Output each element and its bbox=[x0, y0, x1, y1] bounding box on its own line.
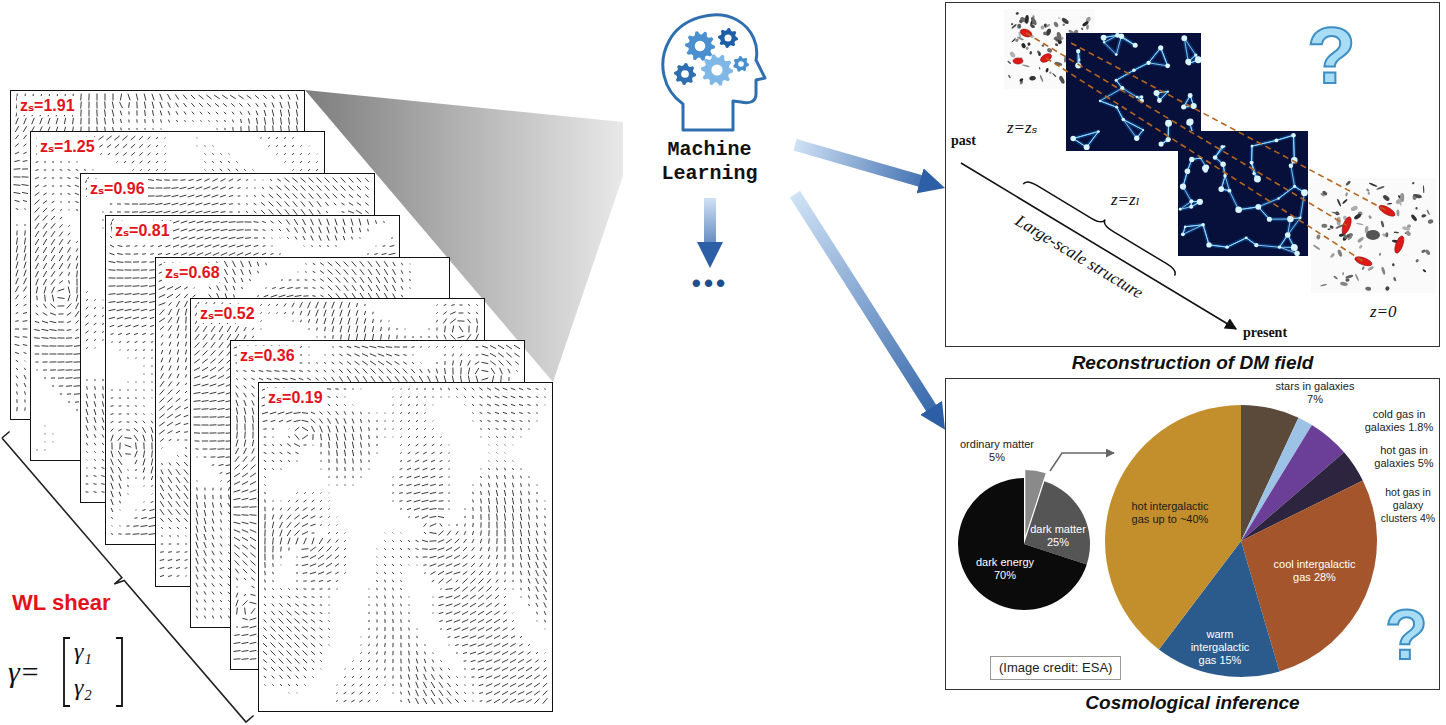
pie-slice bbox=[958, 478, 1087, 610]
gear-symbol bbox=[685, 31, 715, 61]
flow-arrow bbox=[704, 198, 716, 248]
reconstruction-panel: Reconstruction of DM field past present z=z… bbox=[945, 2, 1440, 374]
ray-line bbox=[1026, 33, 1347, 225]
panel-caption: Cosmological inference bbox=[945, 692, 1440, 714]
redshift-label: z=0 bbox=[1370, 302, 1397, 322]
redshift-label: z=zₛ bbox=[1007, 118, 1037, 138]
pie-label: warm intergalactic gas 15% bbox=[1185, 628, 1255, 667]
gear-hole bbox=[681, 70, 689, 78]
redshift-label: zₛ=0.36 bbox=[237, 346, 298, 365]
redshift-label: zₛ=0.19 bbox=[265, 388, 326, 407]
lensing-image bbox=[1311, 178, 1436, 293]
redshift-label: zₛ=0.68 bbox=[162, 263, 223, 282]
formula-symbol: γ₁ bbox=[74, 636, 92, 666]
gear-symbol bbox=[701, 54, 733, 86]
redshift-label: zₛ=1.25 bbox=[37, 137, 98, 156]
icon-illustration bbox=[655, 8, 765, 133]
gear-hole bbox=[695, 41, 706, 52]
gear-symbol bbox=[674, 63, 696, 85]
cosmology-panel: Cosmological inference ordinary matter 5%… bbox=[945, 378, 1440, 723]
redshift-label: z=zₗ bbox=[1111, 190, 1140, 210]
question-mark: ? bbox=[1307, 16, 1356, 96]
matrix-bracket bbox=[116, 638, 122, 706]
pie-label: stars in galaxies 7% bbox=[1275, 380, 1355, 406]
pie-label: hot gas in galaxy clusters 4% bbox=[1379, 486, 1437, 525]
pie-label: hot gas in galaxies 5% bbox=[1370, 444, 1438, 470]
pie-slice bbox=[1105, 405, 1241, 649]
gear-symbol bbox=[733, 56, 749, 72]
image-credit: (Image credit: ESA) bbox=[990, 656, 1121, 680]
shear-map: zₛ=0.19 bbox=[258, 382, 553, 712]
ellipsis-node: ••• bbox=[680, 268, 740, 302]
small-pie bbox=[958, 470, 1090, 610]
pie-label: ordinary matter 5% bbox=[953, 438, 1041, 464]
machine-learning-icon: Machine Learning bbox=[625, 8, 795, 198]
formula-symbol: γ= bbox=[8, 654, 40, 690]
panel-frame bbox=[945, 2, 1440, 347]
redshift-label: zₛ=0.81 bbox=[112, 221, 173, 240]
flow-arrow bbox=[795, 194, 934, 413]
redshift-label: zₛ=1.91 bbox=[17, 96, 78, 115]
head-outline bbox=[663, 15, 765, 130]
panel-caption: Reconstruction of DM field bbox=[945, 352, 1440, 374]
formula-symbol: γ₂ bbox=[74, 672, 92, 702]
lens-galaxy bbox=[1366, 230, 1380, 240]
gear-hole bbox=[725, 35, 732, 42]
gear-hole bbox=[738, 61, 744, 67]
flow-arrow bbox=[795, 145, 926, 183]
pointer-arrow bbox=[1050, 453, 1114, 471]
pie-label: hot intergalactic gas up to ~40% bbox=[1125, 500, 1215, 526]
pie-label: cool intergalactic gas 28% bbox=[1272, 558, 1357, 584]
map-illustration bbox=[259, 383, 554, 713]
question-mark: ? bbox=[1385, 600, 1428, 670]
pie-label: dark matter 25% bbox=[1030, 523, 1086, 549]
cosmic-web-image bbox=[1178, 131, 1308, 256]
axis-label: past bbox=[951, 132, 976, 149]
ellipsis: ••• bbox=[680, 268, 740, 298]
redshift-label: zₛ=0.52 bbox=[197, 304, 258, 323]
time-axis bbox=[961, 163, 1236, 329]
gear-hole bbox=[711, 64, 722, 75]
matrix-bracket bbox=[64, 638, 70, 706]
pie-label: dark energy 70% bbox=[972, 556, 1038, 582]
shear-whiskers bbox=[262, 388, 548, 704]
pie-label: cold gas in galaxies 1.8% bbox=[1360, 408, 1438, 434]
axis-label: present bbox=[1243, 324, 1287, 341]
series-title: WL shear bbox=[12, 590, 111, 616]
redshift-label: zₛ=0.96 bbox=[87, 179, 148, 198]
big-pie bbox=[1105, 405, 1377, 677]
panel-illustration bbox=[946, 3, 1441, 348]
node-label: Machine Learning bbox=[649, 138, 770, 186]
gear-symbol bbox=[718, 28, 738, 48]
head-icon bbox=[663, 15, 765, 130]
